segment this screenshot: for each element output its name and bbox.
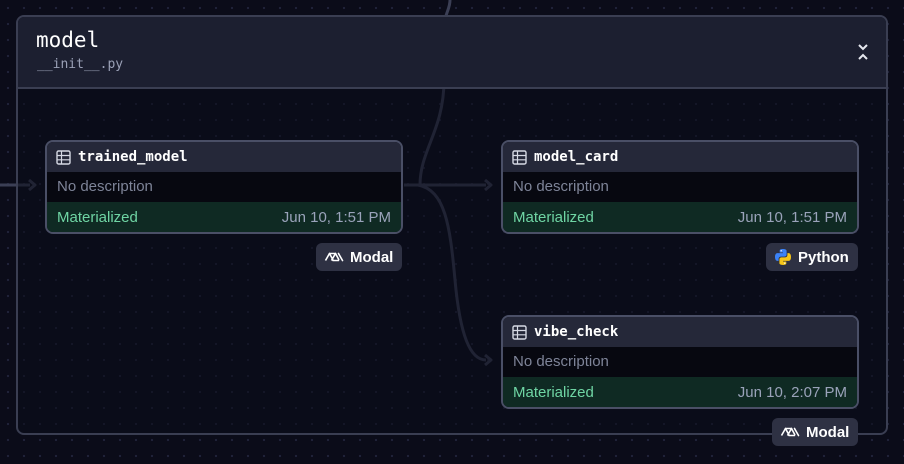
chevrons-collapse-icon[interactable] xyxy=(854,41,872,63)
tag-label: Modal xyxy=(806,423,850,441)
group-subtitle: __init__.py xyxy=(37,57,124,72)
asset-status-row: Materialized Jun 10, 1:51 PM xyxy=(503,202,857,232)
table-icon xyxy=(512,324,527,340)
asset-node-trained-model[interactable]: trained_model No description Materialize… xyxy=(45,140,403,234)
group-header[interactable]: model __init__.py xyxy=(18,17,886,89)
status-label: Materialized xyxy=(57,208,138,226)
compute-kind-tag-modal[interactable]: Modal xyxy=(772,418,859,446)
status-label: Materialized xyxy=(513,208,594,226)
asset-description: No description xyxy=(503,172,857,202)
tag-label: Python xyxy=(798,248,849,266)
table-icon xyxy=(512,149,527,165)
asset-status-row: Materialized Jun 10, 2:07 PM xyxy=(503,377,857,407)
asset-node-header: trained_model xyxy=(47,142,401,172)
asset-node-model-card[interactable]: model_card No description Materialized J… xyxy=(501,140,859,234)
asset-name: model_card xyxy=(534,149,619,165)
asset-status-row: Materialized Jun 10, 1:51 PM xyxy=(47,202,401,232)
asset-description: No description xyxy=(503,347,857,377)
asset-description: No description xyxy=(47,172,401,202)
status-timestamp: Jun 10, 1:51 PM xyxy=(281,208,391,226)
asset-node-header: vibe_check xyxy=(503,317,857,347)
python-logo-icon xyxy=(775,249,791,265)
asset-name: vibe_check xyxy=(534,324,619,340)
asset-node-vibe-check[interactable]: vibe_check No description Materialized J… xyxy=(501,315,859,409)
group-title: model xyxy=(36,28,100,52)
asset-name: trained_model xyxy=(78,149,188,165)
status-timestamp: Jun 10, 1:51 PM xyxy=(737,208,847,226)
tag-label: Modal xyxy=(350,248,394,266)
table-icon xyxy=(56,149,71,165)
status-timestamp: Jun 10, 2:07 PM xyxy=(737,383,847,401)
compute-kind-tag-python[interactable]: Python xyxy=(766,243,858,271)
modal-logo-icon xyxy=(324,252,344,262)
modal-logo-icon xyxy=(780,427,800,437)
status-label: Materialized xyxy=(513,383,594,401)
compute-kind-tag-modal[interactable]: Modal xyxy=(316,243,403,271)
asset-node-header: model_card xyxy=(503,142,857,172)
